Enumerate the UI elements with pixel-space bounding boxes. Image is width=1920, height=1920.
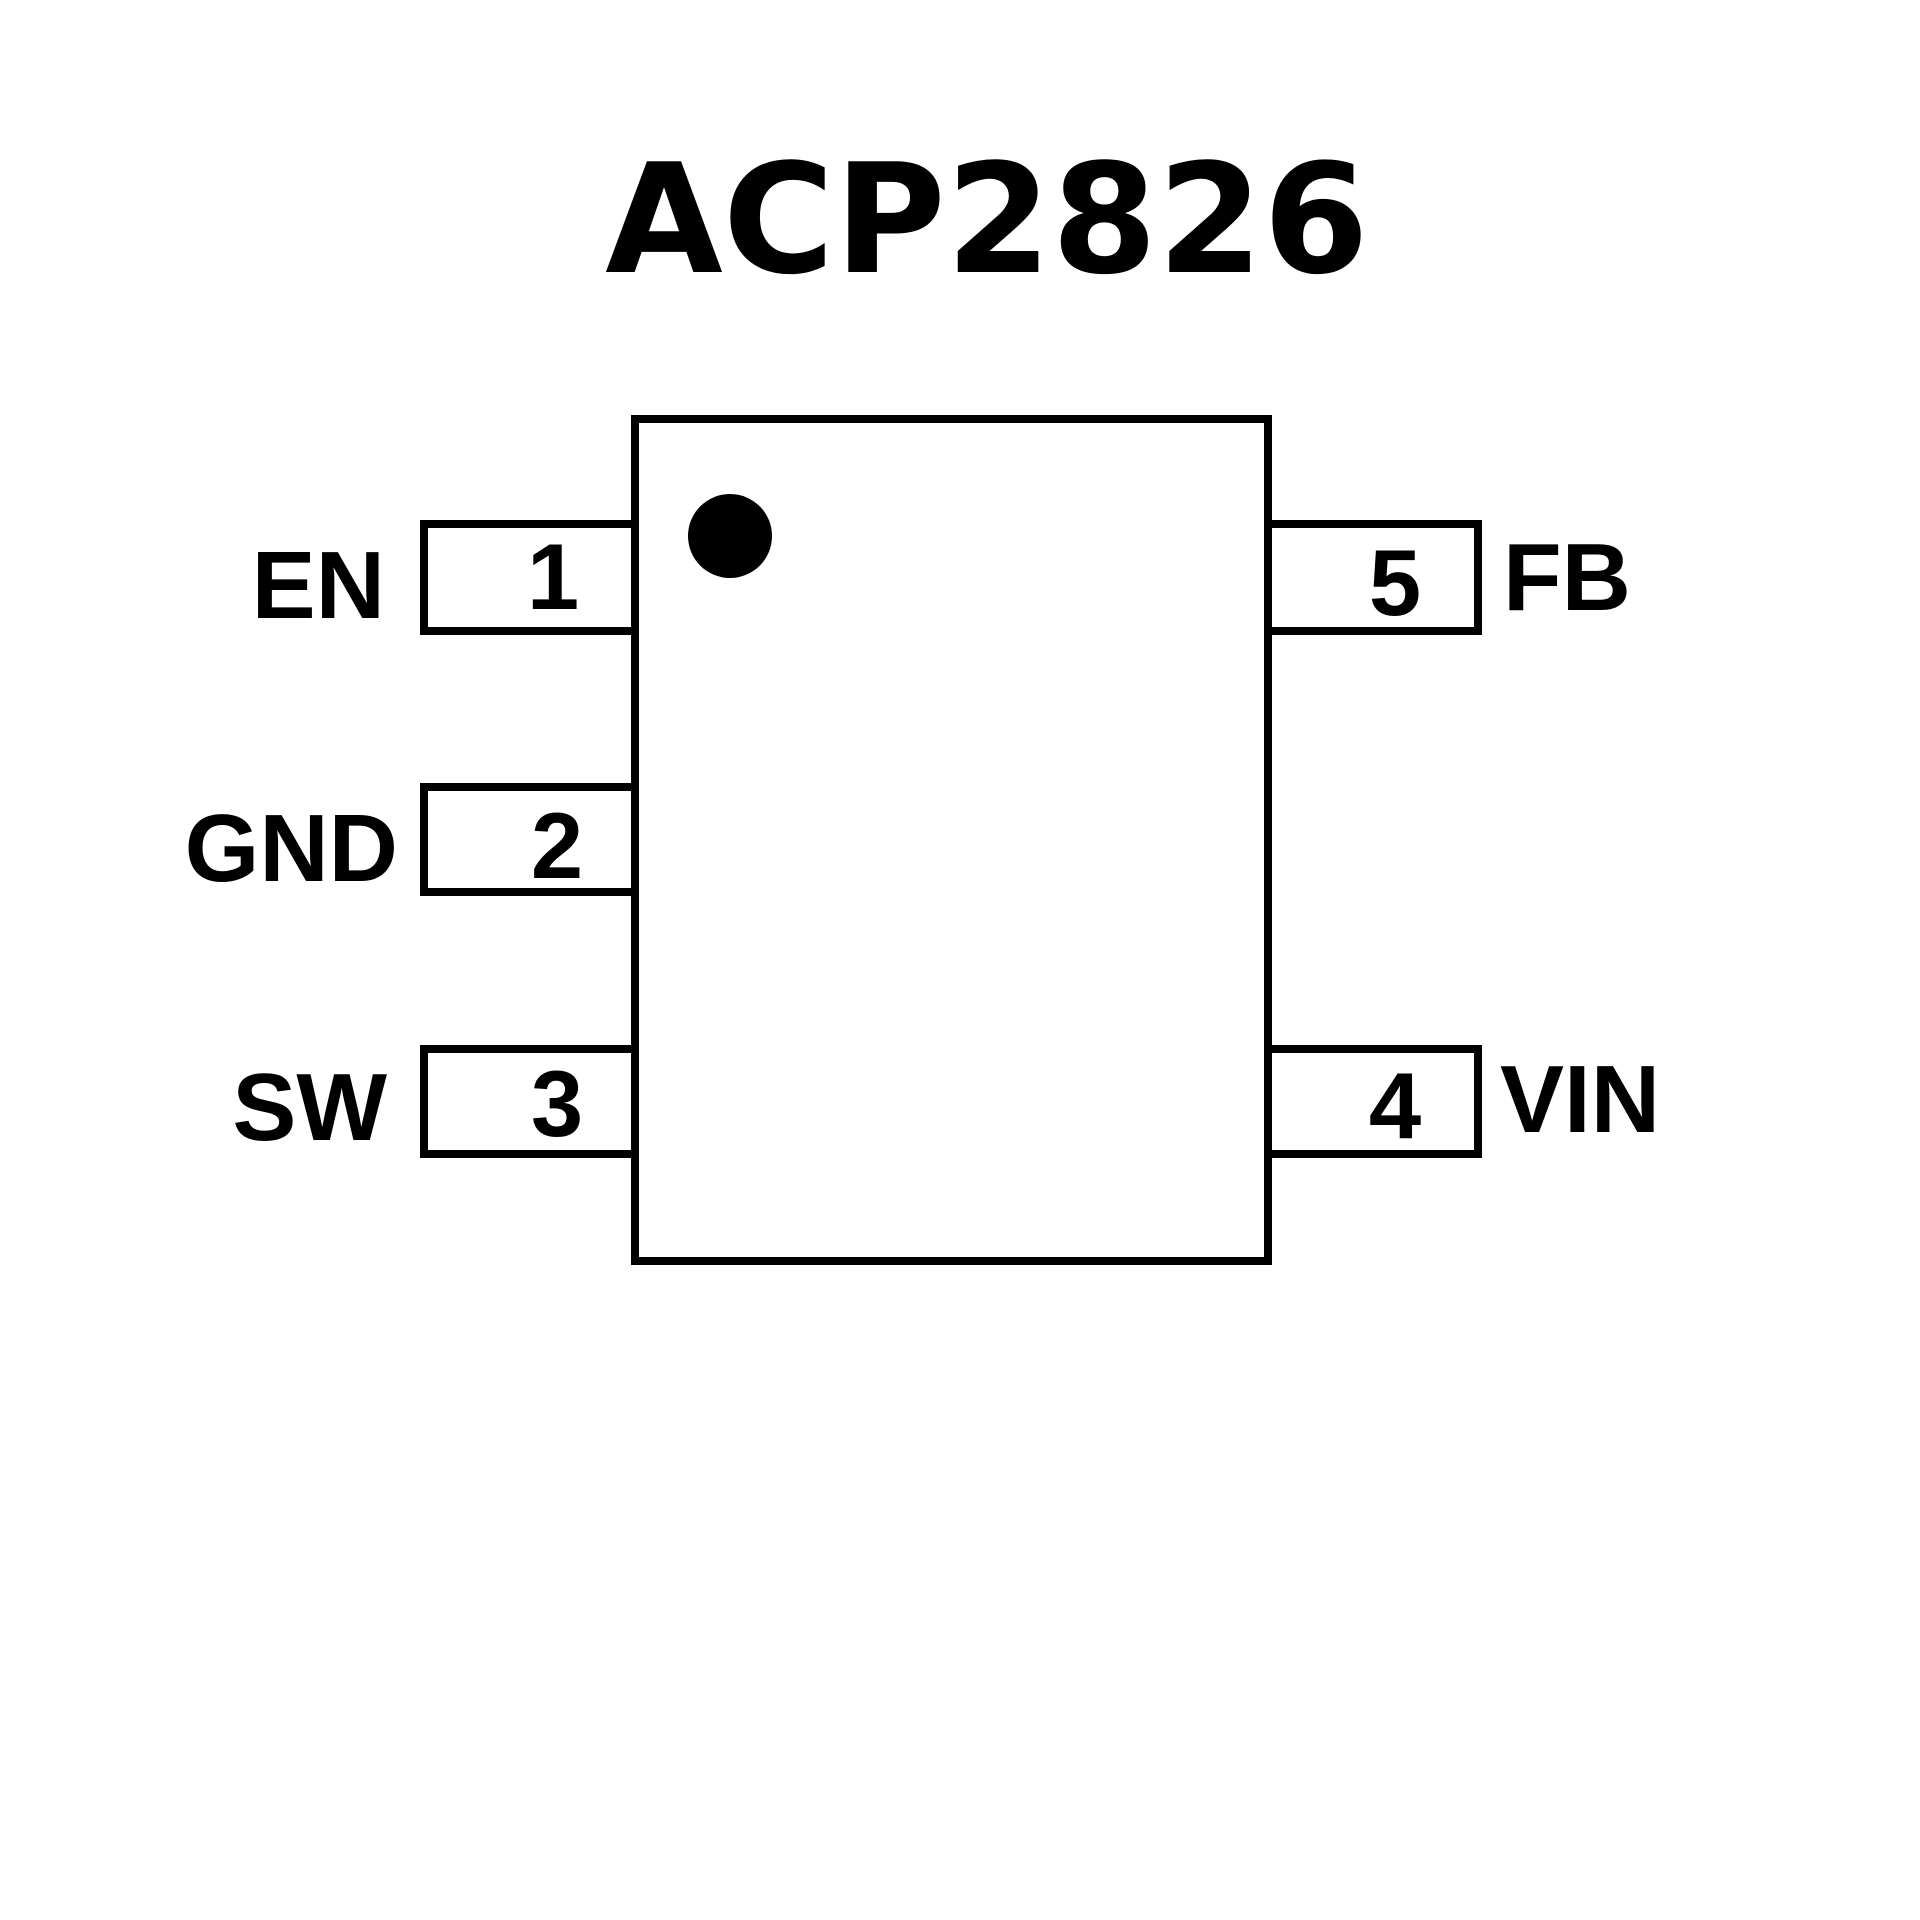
pin-4-name: VIN bbox=[1500, 1046, 1660, 1153]
pin-5-lead bbox=[1264, 520, 1482, 635]
pin-2-lead bbox=[420, 783, 639, 896]
pin1-marker-dot bbox=[688, 494, 772, 578]
pin-5-name: FB bbox=[1503, 524, 1631, 631]
pin-4-lead bbox=[1264, 1045, 1482, 1158]
pin-3-lead bbox=[420, 1045, 639, 1158]
pin-4-number: 4 bbox=[1369, 1053, 1421, 1158]
pin-2-name: GND bbox=[185, 795, 398, 902]
pin-1-name: EN bbox=[252, 532, 385, 639]
pin-3-number: 3 bbox=[531, 1051, 583, 1156]
pin-2-number: 2 bbox=[531, 793, 583, 898]
pin-3-name: SW bbox=[232, 1054, 387, 1161]
pin-5-number: 5 bbox=[1369, 530, 1421, 635]
pin-1-lead bbox=[420, 520, 639, 635]
chip-title: ACP2826 bbox=[605, 131, 1369, 308]
pin-1-number: 1 bbox=[527, 524, 579, 629]
